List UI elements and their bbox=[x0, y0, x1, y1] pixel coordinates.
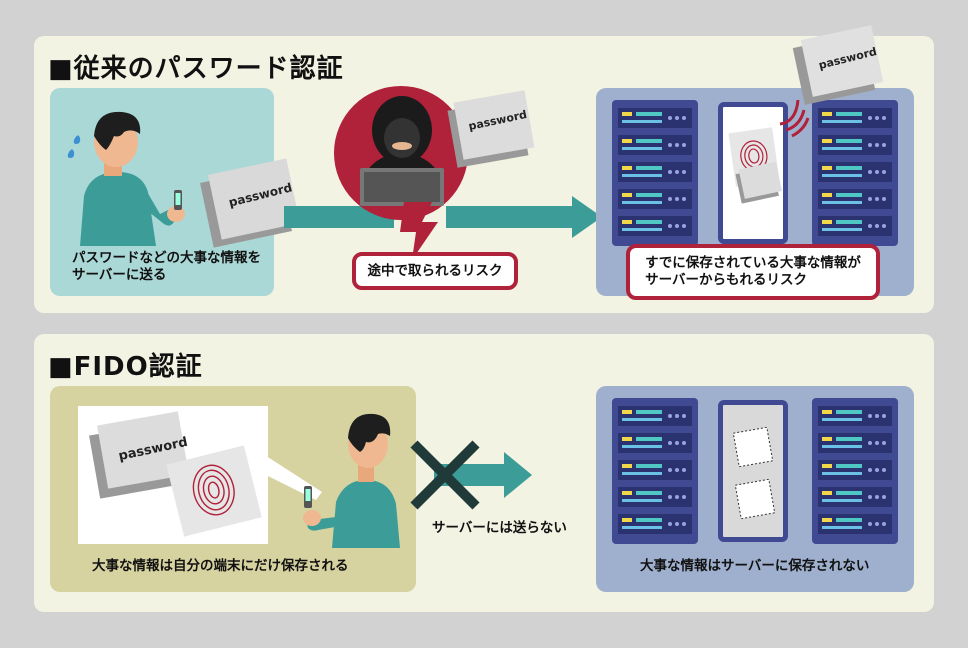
intercept-bolt bbox=[400, 202, 438, 260]
send-caption: パスワードなどの大事な情報を サーバーに送る bbox=[72, 250, 261, 284]
fido-user-person-illustration bbox=[303, 413, 400, 548]
leak-risk-line2: サーバーからもれるリスク bbox=[645, 272, 807, 288]
password-small-document-icon bbox=[735, 161, 782, 204]
empty-document-icon bbox=[732, 426, 776, 520]
server-not-stored-caption: 大事な情報はサーバーに保存されない bbox=[640, 558, 870, 574]
send-arrow bbox=[284, 196, 602, 238]
hacker-illustration bbox=[360, 96, 444, 206]
fido-auth-title: ■FIDO認証 bbox=[48, 352, 203, 382]
server-racks-fido bbox=[612, 398, 898, 544]
server-storage-panel bbox=[718, 102, 788, 244]
user-person-illustration bbox=[67, 111, 185, 246]
password-document-leaked: password bbox=[792, 25, 884, 106]
intercept-risk-text: 途中で取られるリスク bbox=[367, 262, 503, 279]
traditional-auth-panel: ■従来のパスワード認証 パスワードなどの大事な情報を サーバーに送る bbox=[34, 25, 934, 313]
blocked-arrow bbox=[410, 440, 532, 510]
fido-user-box: password 大事な情報は自分の端末にだけ保存される bbox=[50, 386, 416, 592]
password-document-stolen: password bbox=[446, 90, 536, 172]
leak-risk-callout: すでに保存されている大事な情報が サーバーからもれるリスク bbox=[626, 244, 880, 300]
send-caption-line1: パスワードなどの大事な情報を bbox=[72, 250, 261, 266]
traditional-auth-title: ■従来のパスワード認証 bbox=[48, 54, 344, 84]
leak-waves bbox=[779, 99, 810, 138]
server-box-traditional bbox=[596, 88, 914, 296]
intercept-risk-callout: 途中で取られるリスク bbox=[352, 252, 518, 290]
server-racks-traditional bbox=[612, 100, 898, 246]
fingerprint-document-local-icon bbox=[166, 445, 262, 537]
server-empty-storage-panel bbox=[718, 400, 788, 542]
local-storage-caption: 大事な情報は自分の端末にだけ保存される bbox=[92, 558, 349, 574]
not-sent-label: サーバーには送らない bbox=[432, 520, 567, 536]
send-caption-line2: サーバーに送る bbox=[72, 267, 167, 283]
leak-risk-line1: すでに保存されている大事な情報が bbox=[645, 255, 861, 271]
fido-auth-panel: ■FIDO認証 password bbox=[34, 334, 934, 612]
server-box-fido: 大事な情報はサーバーに保存されない bbox=[596, 386, 914, 592]
